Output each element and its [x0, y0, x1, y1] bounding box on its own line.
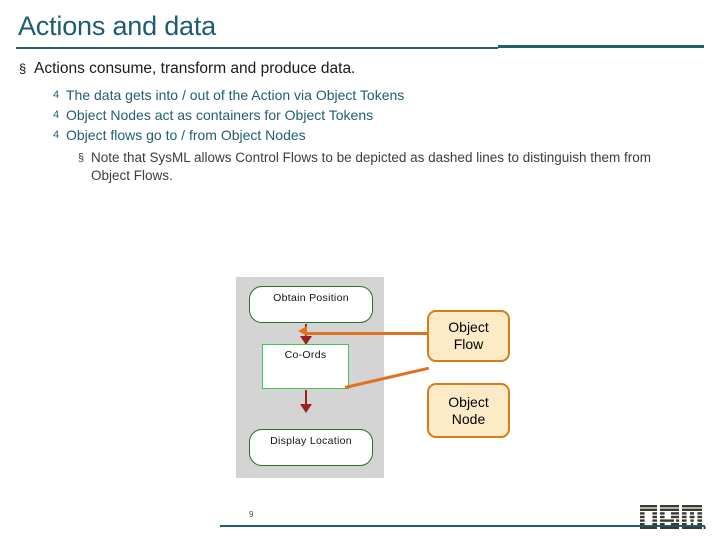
callout-line-2: Node [451, 410, 486, 427]
bullet-marker-triangle-icon: 4 [53, 89, 60, 101]
bullet-marker-triangle-icon: 4 [53, 109, 60, 121]
bullet-level3-text: Note that SysML allows Control Flows to … [91, 150, 652, 183]
object-flow-arrowhead-2-icon [300, 404, 312, 413]
diagram-node-display-location: Display Location [249, 429, 373, 466]
bullet-level3-item: § Note that SysML allows Control Flows t… [78, 149, 691, 185]
bullet-level2-text: Object Nodes act as containers for Objec… [66, 107, 374, 123]
callout-leader-object-flow [305, 332, 429, 335]
bullet-marker-square-icon: § [19, 61, 27, 76]
bullet-level2-text: Object flows go to / from Object Nodes [66, 127, 306, 143]
diagram-node-co-ords: Co-Ords [262, 344, 349, 389]
diagram-node-label: Obtain Position [273, 292, 349, 304]
callout-object-node: Object Node [427, 383, 510, 438]
callout-object-flow: Object Flow [427, 310, 510, 362]
bullet-marker-square-icon: § [78, 152, 85, 164]
bullet-level1-text: Actions consume, transform and produce d… [34, 60, 356, 77]
bullet-marker-triangle-icon: 4 [53, 129, 60, 141]
title-divider-thin [16, 47, 498, 49]
page-number: 9 [249, 510, 254, 519]
object-flow-line-2 [305, 390, 307, 406]
callout-line-2: Flow [453, 336, 484, 352]
callout-line-1: Object [448, 393, 489, 410]
bullet-level2-item: 4 The data gets into / out of the Action… [53, 85, 720, 105]
activity-diagram: Obtain Position Co-Ords Display Location [236, 277, 384, 478]
page-title: Actions and data [18, 11, 216, 41]
footer-divider [220, 525, 705, 527]
bullet-level1-item: § Actions consume, transform and produce… [18, 58, 720, 80]
bullet-list: § Actions consume, transform and produce… [0, 58, 720, 185]
diagram-node-obtain-position: Obtain Position [249, 286, 373, 323]
bullet-level2-group: 4 The data gets into / out of the Action… [0, 85, 720, 145]
object-flow-arrowhead-1-icon [300, 336, 312, 345]
bullet-level3-group: § Note that SysML allows Control Flows t… [0, 149, 720, 185]
callout-leader-arrowhead-icon [298, 326, 307, 336]
title-divider-thick [498, 45, 704, 48]
diagram-node-label: Co-Ords [284, 349, 327, 361]
bullet-level2-item: 4 Object flows go to / from Object Nodes [53, 125, 720, 145]
diagram-node-label: Display Location [270, 435, 352, 447]
ibm-logo-icon [640, 505, 706, 529]
bullet-level2-item: 4 Object Nodes act as containers for Obj… [53, 105, 720, 125]
bullet-level2-text: The data gets into / out of the Action v… [66, 87, 405, 103]
callout-line-1: Object [448, 319, 489, 335]
